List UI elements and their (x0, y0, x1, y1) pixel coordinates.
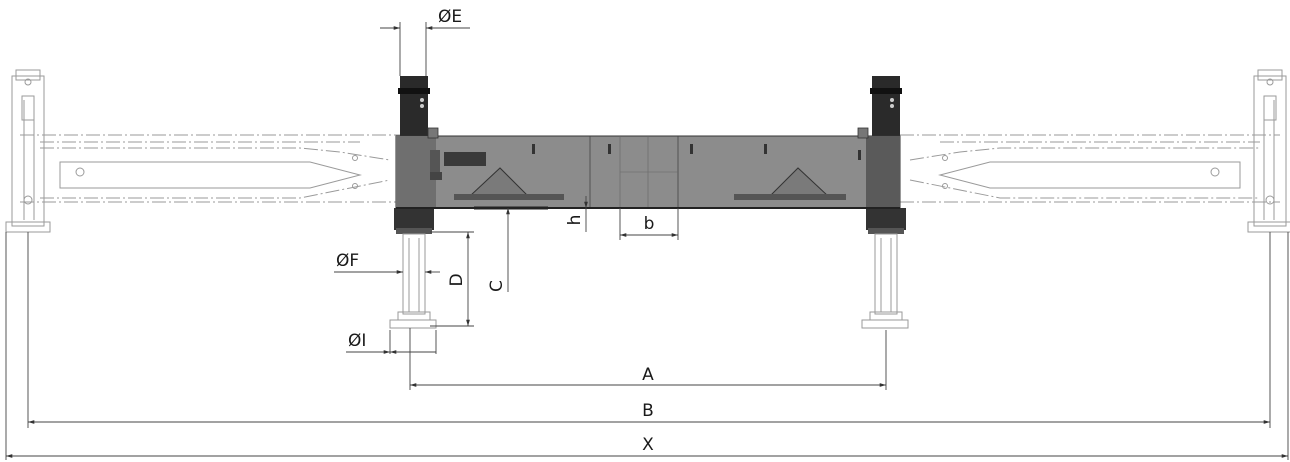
right-foot-retracted-phantom (861, 233, 909, 329)
right-extended-outrigger-phantom (900, 69, 1290, 233)
label-diameter-E: ØE (438, 7, 462, 27)
label-h: h (565, 215, 585, 226)
dimension-diameter-I: ØI (346, 330, 437, 354)
main-beam-body (395, 127, 901, 210)
dimension-C: C (487, 208, 510, 292)
dimension-diameter-E: ØE (380, 7, 470, 76)
left-foot-retracted-phantom (389, 233, 437, 329)
dimension-diameter-F: ØF (334, 251, 440, 274)
dimension-B: B (27, 232, 1271, 428)
label-X: X (642, 435, 654, 455)
dimension-X: X (5, 232, 1289, 460)
label-C: C (487, 280, 507, 292)
dimension-A: A (409, 328, 887, 390)
label-A: A (642, 365, 654, 385)
label-B: B (642, 401, 654, 421)
left-extended-outrigger-phantom (5, 69, 400, 233)
dimension-b: b (619, 208, 679, 240)
label-b: b (644, 214, 655, 234)
label-diameter-I: ØI (348, 331, 366, 351)
dimension-h: h (565, 196, 588, 232)
label-diameter-F: ØF (336, 251, 359, 271)
right-vertical-cylinder (866, 76, 906, 234)
label-D: D (447, 273, 467, 286)
dimension-D: D (430, 231, 474, 327)
